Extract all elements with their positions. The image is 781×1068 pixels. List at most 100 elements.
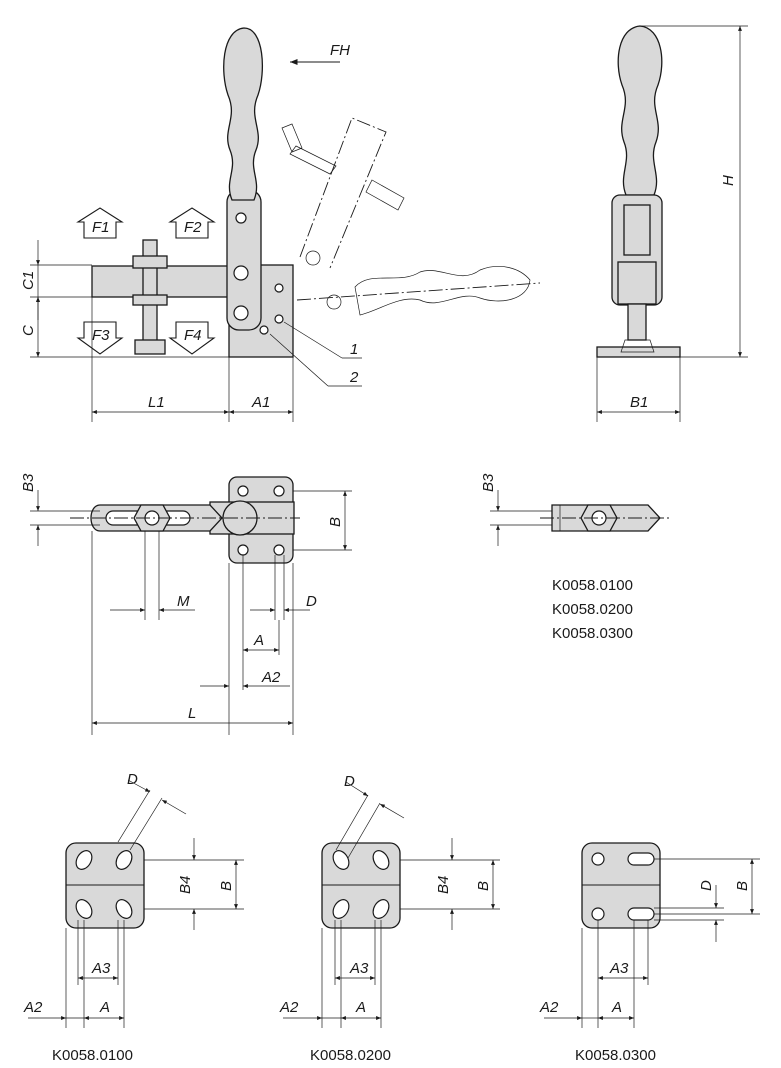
callout-leader-2 — [269, 333, 329, 387]
f1-arrow — [76, 207, 124, 239]
f4-arrow — [168, 321, 216, 355]
round-hole — [591, 907, 605, 921]
base-plate-0100: D B4 B A3 A2 A K0058.0100 — [23, 771, 244, 1064]
slot-hole — [372, 850, 390, 870]
alt-model-2: K0058.0200 — [552, 601, 633, 618]
round-hole — [591, 852, 605, 866]
ext-line — [347, 802, 381, 859]
top-view: B3 B M D A A2 L — [20, 473, 352, 735]
front-housing — [617, 261, 657, 305]
pivot-hole — [233, 265, 249, 281]
dim-d: D — [306, 593, 317, 610]
dim-d: D — [127, 771, 138, 788]
dim-l: L — [188, 705, 196, 722]
spindle-nut-mid — [132, 294, 168, 306]
front-handle-grip — [617, 25, 663, 196]
front-view: H B1 — [596, 25, 748, 422]
dim-a2: A2 — [539, 999, 559, 1016]
dim-h: H — [720, 175, 737, 186]
slot-hole — [75, 899, 93, 919]
ext-line — [117, 789, 151, 843]
phantom-arm — [299, 117, 387, 269]
dim-line-d — [127, 779, 151, 793]
slot-hole — [627, 907, 655, 921]
dim-a3: A3 — [349, 960, 369, 977]
dim-a2: A2 — [279, 999, 299, 1016]
f1-label: F1 — [92, 219, 110, 236]
phantom-pivot — [326, 294, 342, 310]
alt-model-3: K0058.0300 — [552, 625, 633, 642]
slot-hole — [115, 899, 133, 919]
slot-hole — [115, 850, 133, 870]
base-hole — [237, 485, 249, 497]
dim-a3: A3 — [91, 960, 111, 977]
model-code-0100: K0058.0100 — [52, 1047, 133, 1064]
ext-line — [335, 794, 369, 851]
alt-arm-view: B3 K0058.0100 K0058.0200 K0058.0300 — [480, 473, 670, 642]
f3-arrow — [76, 321, 124, 355]
phantom-spindle-head — [281, 123, 303, 153]
dim-d: D — [344, 773, 355, 790]
pivot-hole — [274, 314, 284, 324]
front-spindle — [627, 303, 647, 341]
front-pad — [620, 339, 655, 353]
phantom-spindle — [289, 145, 337, 175]
dim-b: B — [734, 881, 751, 891]
front-link — [623, 204, 651, 256]
dim-b3: B3 — [20, 473, 37, 492]
dim-a3: A3 — [609, 960, 629, 977]
base-hole — [273, 485, 285, 497]
callout-2: 2 — [349, 369, 359, 386]
phantom-handle-axis — [296, 282, 541, 301]
base-hole — [237, 544, 249, 556]
dim-a: A — [253, 632, 264, 649]
dim-c: C — [20, 325, 37, 336]
spindle-nut-top — [132, 255, 168, 269]
callout-1: 1 — [350, 341, 358, 358]
dim-b: B — [475, 881, 492, 891]
dim-m: M — [177, 593, 190, 610]
dim-line-d — [161, 799, 187, 815]
dim-a2: A2 — [261, 669, 281, 686]
f3-label: F3 — [92, 327, 110, 344]
base-plate-0200: D B4 B A3 A2 A K0058.0200 — [279, 773, 500, 1064]
phantom-spindle-2 — [365, 179, 405, 211]
dim-b4: B4 — [177, 876, 194, 894]
pivot-hole — [274, 283, 284, 293]
model-code-0300: K0058.0300 — [575, 1047, 656, 1064]
dim-line-d — [379, 803, 405, 819]
dim-a1: A1 — [251, 394, 270, 411]
f4-label: F4 — [184, 327, 202, 344]
slot-hole — [332, 899, 350, 919]
slot-hole — [75, 850, 93, 870]
base-plate-0300: D B A3 A2 A K0058.0300 — [539, 842, 760, 1064]
handle-grip — [223, 27, 263, 201]
dim-a: A — [355, 999, 366, 1016]
slot-hole — [627, 852, 655, 866]
dim-a: A — [611, 999, 622, 1016]
slot-hole — [372, 899, 390, 919]
phantom-pivot — [305, 250, 321, 266]
base-hole — [273, 544, 285, 556]
dim-b: B — [218, 881, 235, 891]
dim-c1: C1 — [20, 271, 37, 290]
callout-leader-1 — [283, 321, 343, 359]
pivot-hole — [233, 305, 249, 321]
dim-a2: A2 — [23, 999, 43, 1016]
clamp-arm — [91, 265, 231, 298]
dim-d: D — [698, 880, 715, 891]
dim-b1: B1 — [630, 394, 648, 411]
dim-b3-alt: B3 — [480, 473, 497, 492]
f2-label: F2 — [184, 219, 202, 236]
alt-model-1: K0058.0100 — [552, 577, 633, 594]
pivot-hole — [259, 325, 269, 335]
pivot-hole — [235, 212, 247, 224]
ext-line — [129, 797, 163, 851]
dim-a: A — [99, 999, 110, 1016]
phantom-handle-grip — [354, 266, 531, 316]
spindle-head — [134, 339, 166, 355]
dim-b4: B4 — [435, 876, 452, 894]
f2-arrow — [168, 207, 216, 239]
dim-line-d — [345, 781, 369, 797]
